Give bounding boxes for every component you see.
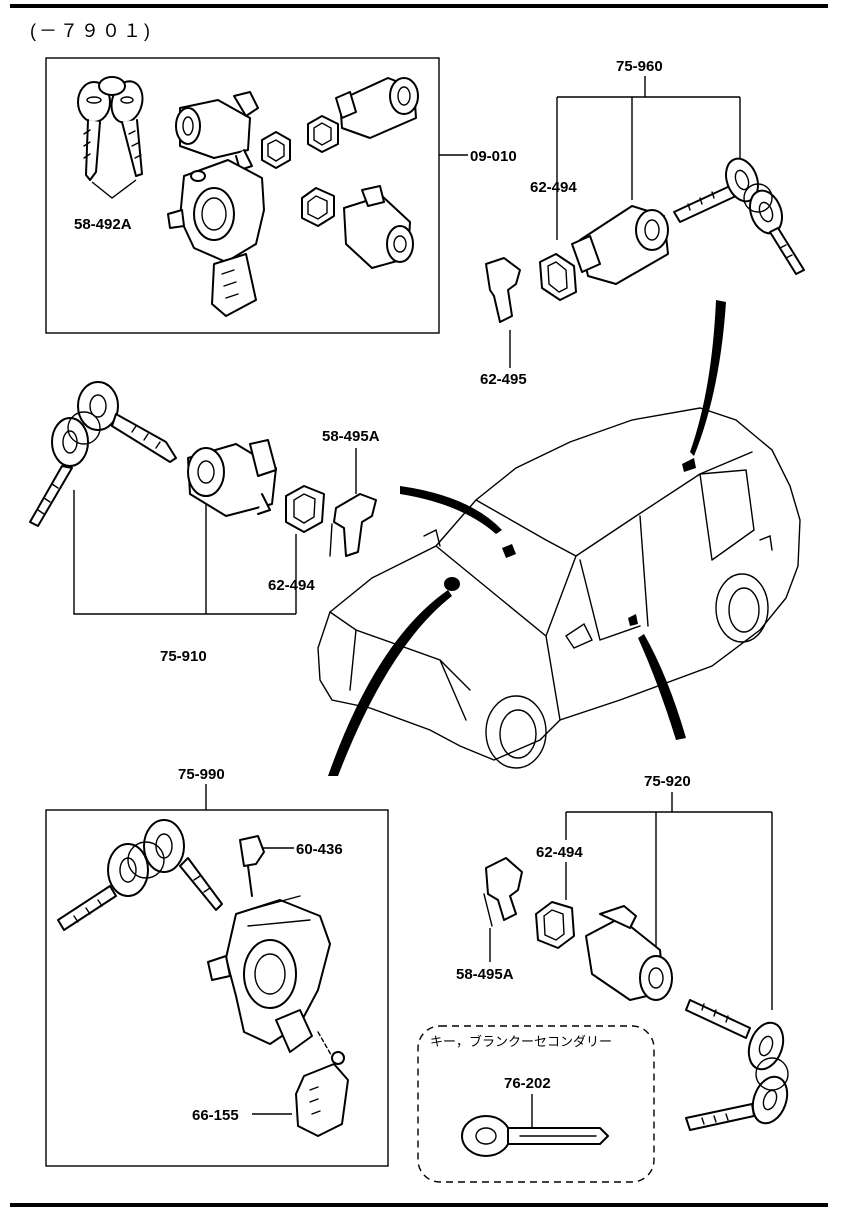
label-left-clip: 58-495A (322, 428, 380, 445)
bottom-rule (10, 1203, 828, 1207)
label-ignition-switch: 66-155 (192, 1107, 239, 1124)
label-right-top-set: 75-960 (616, 58, 663, 75)
door-cylinder-kit-c (343, 185, 414, 269)
leader-sweep-left (400, 486, 502, 534)
retainer-clip-right-top (485, 257, 521, 368)
ignition-set-box: 75-990 60-436 (45, 766, 389, 1167)
leader-sweep-right-top (690, 300, 726, 456)
ring-seal-kit-a (261, 131, 291, 169)
label-ignition-bolt: 60-436 (296, 841, 343, 858)
kit-box-top: 58-492A (45, 57, 517, 334)
retainer-clip-left (329, 493, 377, 557)
leader-sweep-right-bottom (638, 634, 686, 740)
label-left-ring: 62-494 (268, 577, 315, 594)
label-right-bottom-clip: 58-495A (456, 966, 514, 983)
ring-seal-left (285, 485, 325, 533)
key-pair-ignition (57, 819, 223, 931)
ring-seal-right-bottom (535, 901, 575, 949)
key-pair-top (77, 76, 144, 181)
label-right-bottom-ring: 62-494 (536, 844, 583, 861)
label-kit-top: 09-010 (470, 148, 517, 165)
label-left-set: 75-910 (160, 648, 207, 665)
top-rule (10, 4, 828, 8)
ring-seal-kit-b (307, 115, 339, 153)
model-range-header: (－７９０１) (30, 21, 153, 41)
ignition-lock-body (207, 895, 331, 1053)
door-cylinder-right-top (571, 205, 669, 285)
label-right-top-clip: 62-495 (480, 371, 527, 388)
label-right-top-ring: 62-494 (530, 179, 577, 196)
blank-key (461, 1115, 609, 1157)
door-lock-set-left: 62-494 75-910 58-495A (29, 381, 380, 665)
vehicle-outline (317, 407, 801, 769)
blank-key-description: キー，ブランクーセコンダリー (430, 1034, 612, 1050)
leader-sweep-ignition (328, 590, 452, 776)
blank-key-group: キー，ブランクーセコンダリー 76-202 (417, 1025, 655, 1183)
label-keys-top: 58-492A (74, 216, 132, 233)
door-cylinder-kit-b (335, 77, 419, 139)
bolt (239, 835, 294, 897)
door-lock-set-right-bottom: 75-920 62-494 58-495A (456, 773, 789, 1131)
ignition-switch (295, 1051, 349, 1137)
key-pair-right-bottom (685, 999, 789, 1131)
label-right-bottom-set: 75-920 (644, 773, 691, 790)
key-pair-right-top (673, 157, 805, 275)
label-ignition-set: 75-990 (178, 766, 225, 783)
door-lock-set-right-top: 75-960 62-494 62-495 (480, 58, 805, 388)
ring-seal-right-top (539, 253, 577, 301)
key-pair-left (29, 381, 177, 527)
retainer-clip-right-bottom (483, 857, 523, 962)
label-blank-key: 76-202 (504, 1075, 551, 1092)
door-cylinder-left (187, 439, 277, 517)
door-cylinder-kit-a (175, 91, 259, 171)
door-cylinder-right-bottom (585, 905, 673, 1001)
ring-seal-kit-c (301, 187, 335, 227)
ignition-assembly-kit (167, 159, 265, 317)
